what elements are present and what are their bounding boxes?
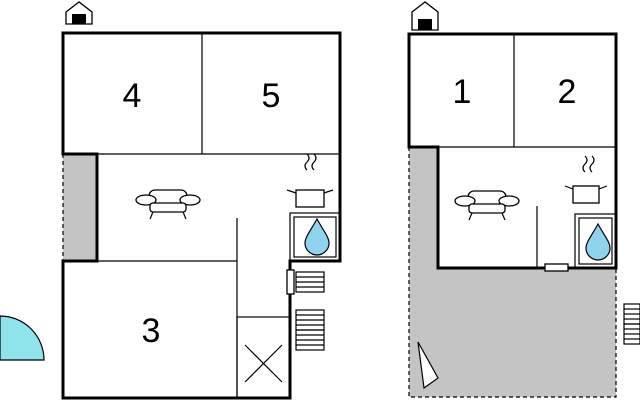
room-number-2: 2 <box>558 73 577 111</box>
right-unit: 1 2 <box>407 1 640 398</box>
room-number-4: 4 <box>123 77 142 115</box>
cooking-pot-icon <box>564 155 608 204</box>
water-drop-icon <box>304 217 330 256</box>
stairs-icon <box>236 316 291 399</box>
room-number-3: 3 <box>142 312 161 350</box>
left-unit: 4 5 3 <box>0 1 342 400</box>
terrace-left <box>63 154 97 261</box>
outer-walls <box>61 31 342 400</box>
terrace-right-bottom <box>409 268 616 397</box>
house-entrance-icon <box>65 1 93 25</box>
house-entrance-icon <box>411 1 439 31</box>
cooking-pot-icon <box>286 153 334 208</box>
outside-steps-icon <box>623 303 640 345</box>
parasol-icon <box>417 341 439 390</box>
sofa-icon <box>135 189 201 220</box>
sofa-icon <box>454 190 520 221</box>
water-drop-icon <box>585 222 611 261</box>
pool-shape <box>0 315 45 361</box>
terrace-right-side <box>409 147 438 269</box>
room-number-5: 5 <box>262 77 281 115</box>
outer-walls <box>407 32 618 270</box>
room-number-1: 1 <box>453 73 472 111</box>
outside-steps-icon <box>295 271 325 351</box>
